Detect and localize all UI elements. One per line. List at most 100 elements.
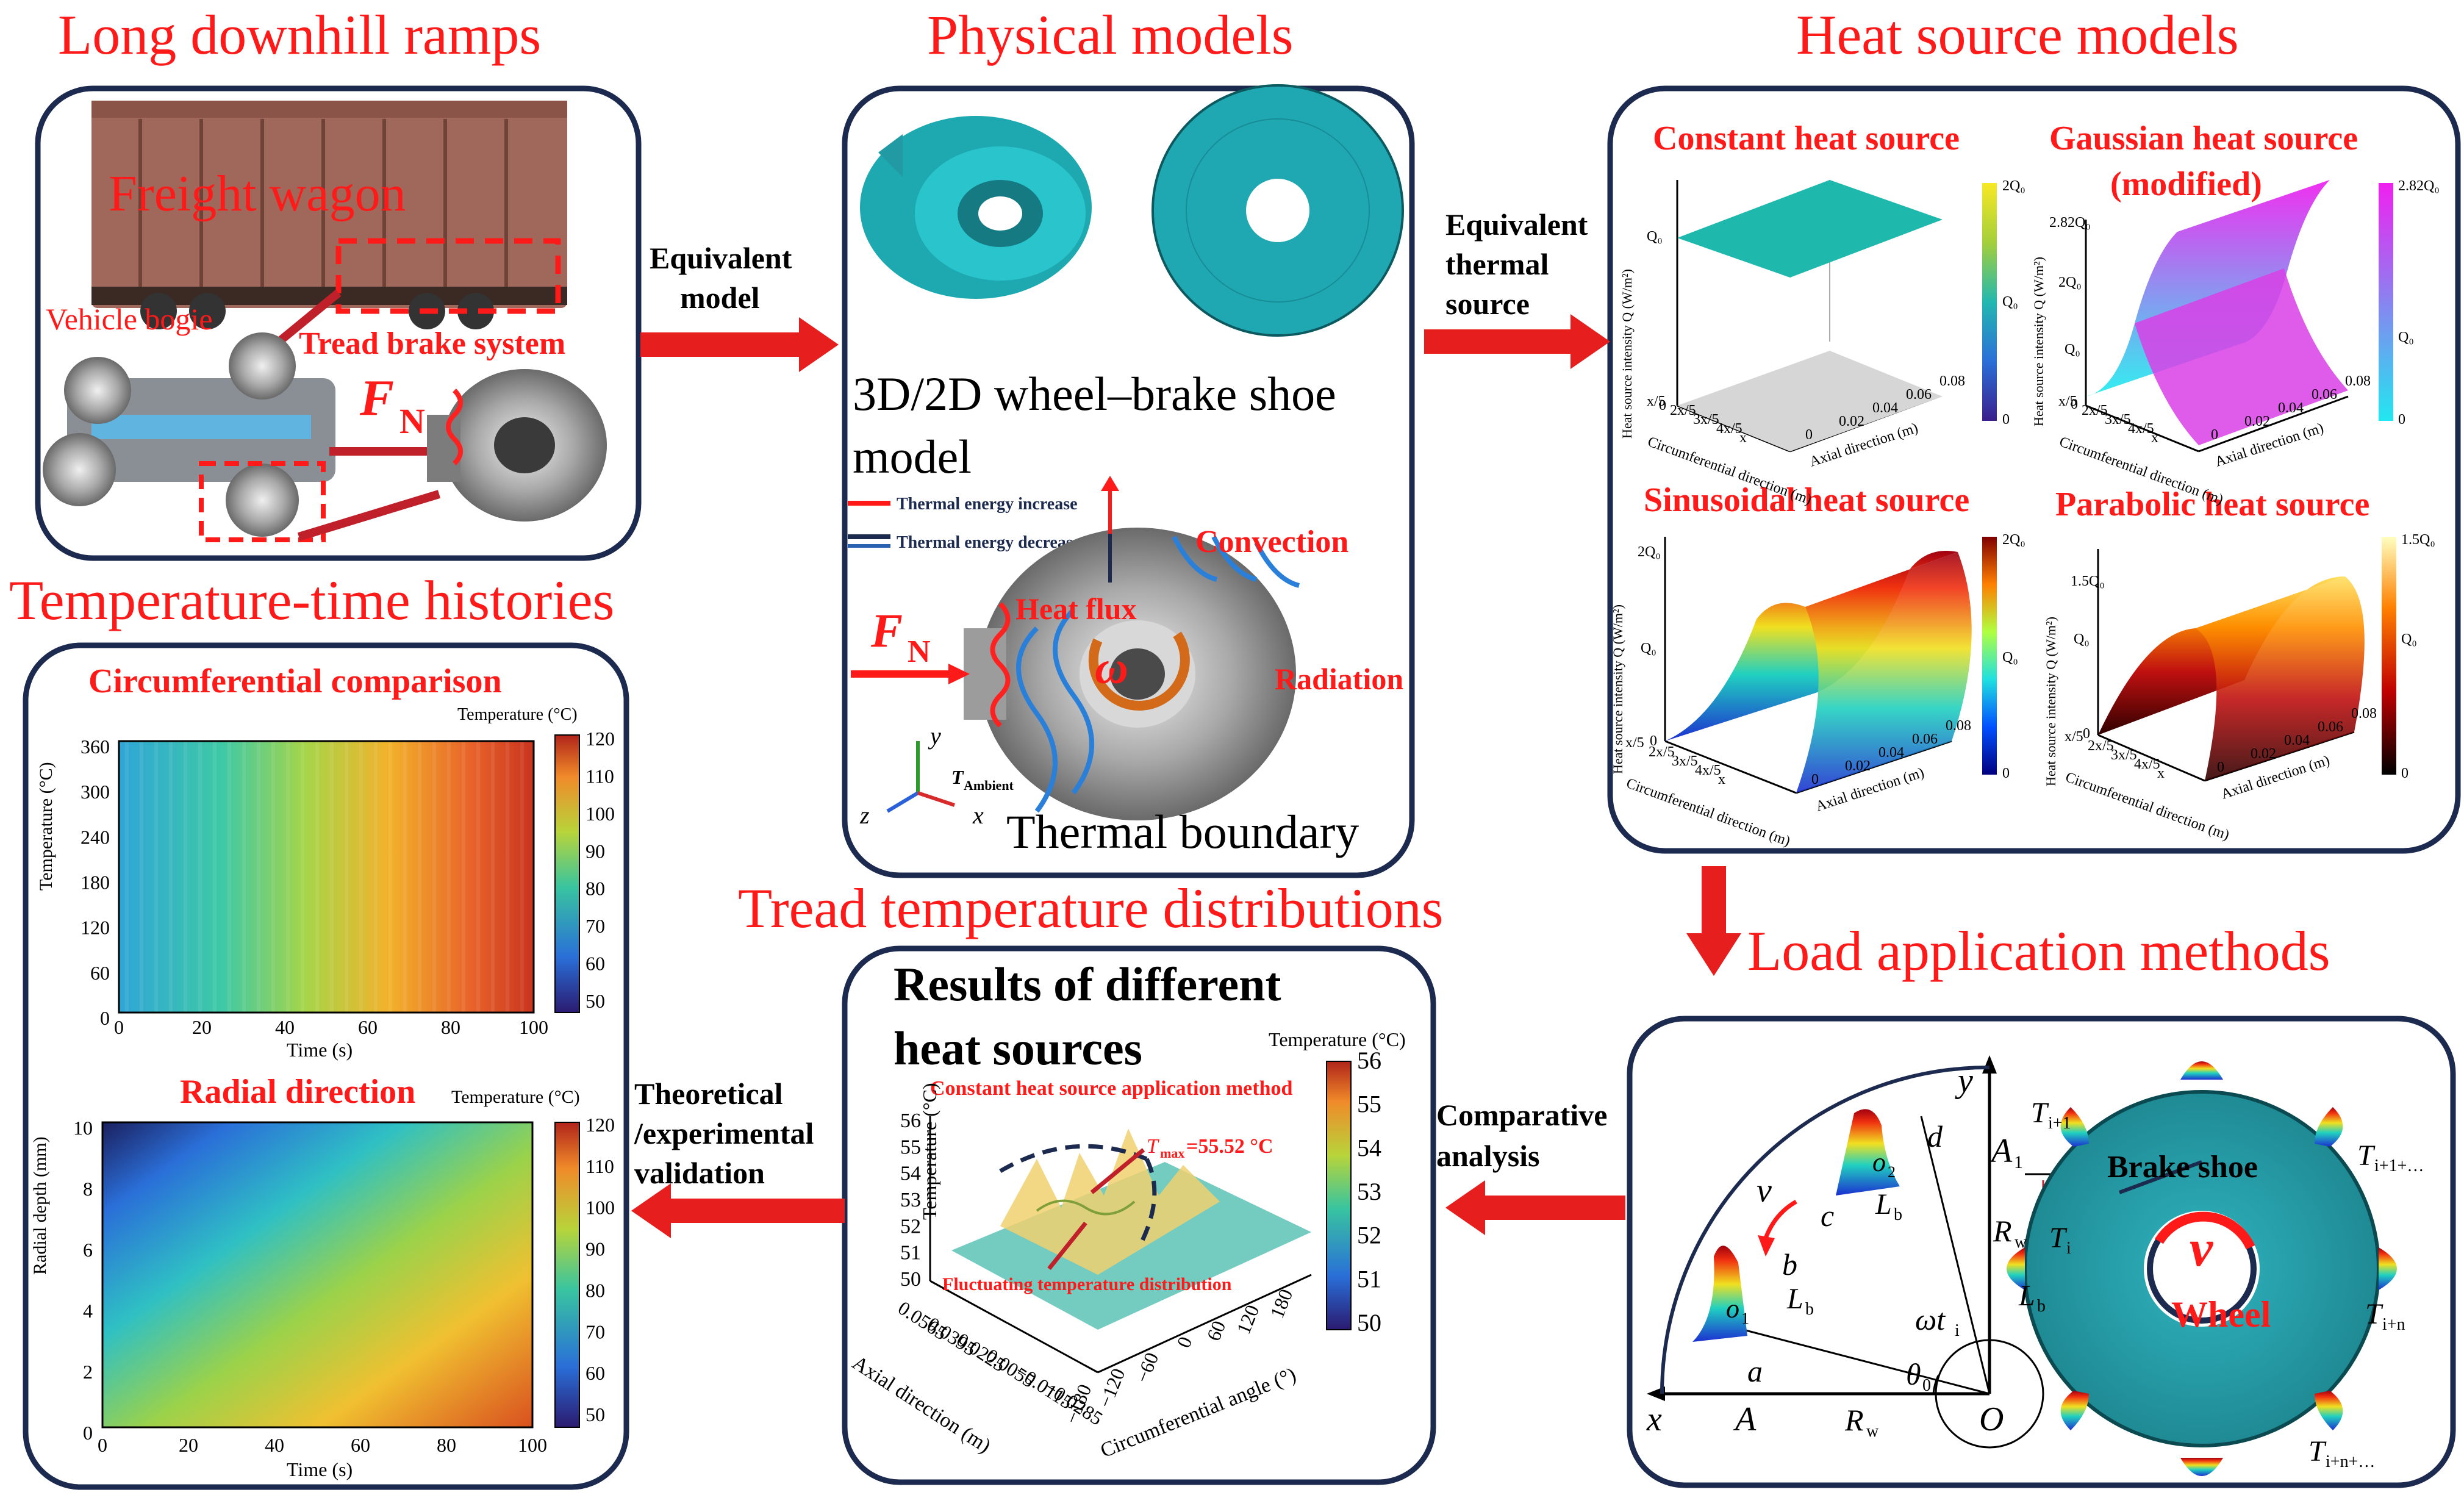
tread-ztick: 51 <box>900 1242 921 1264</box>
title-load-app: Load application methods <box>1747 920 2330 982</box>
lbl-Rw-vert-sub: w <box>2015 1233 2027 1252</box>
heat-ytick: 0.04 <box>2278 400 2304 416</box>
radial-cbar-tick: 70 <box>586 1321 605 1343</box>
load-wheel <box>2007 1061 2397 1476</box>
heatmap-streak <box>520 741 524 1013</box>
lbl-omega-t: ωt <box>1915 1302 1946 1336</box>
heat-ytick: 0.06 <box>2312 387 2337 403</box>
heat-xtick: x <box>2157 765 2165 781</box>
circ-ytick: 180 <box>81 872 110 894</box>
para-z-tick-1: Q₀ <box>2074 631 2090 647</box>
circ-xtick: 0 <box>114 1016 124 1038</box>
radial-cbar-tick: 100 <box>586 1197 615 1219</box>
circ-cbar-label: Temperature (°C) <box>457 705 578 724</box>
const-cbar-mid: Q₀ <box>2002 294 2018 310</box>
sin-z-tick-0: 0 <box>1650 733 1657 749</box>
freight-wagon-illustration <box>91 101 567 329</box>
gaussian-plot <box>2085 180 2393 453</box>
arrow-comparative-2: analysis <box>1436 1139 1540 1173</box>
circ-xtick: 20 <box>192 1016 212 1038</box>
circ-cbar-tick: 100 <box>586 803 615 825</box>
heat-ytick: 0.04 <box>2284 733 2310 748</box>
tmax-sub: max <box>1160 1145 1184 1161</box>
radial-cbar-tick: 90 <box>586 1238 605 1260</box>
heatmap-streak <box>330 741 334 1013</box>
physical-force-label: F <box>870 604 903 657</box>
heatmap-streak <box>447 741 451 1013</box>
const-cbar-top: 2Q₀ <box>2002 178 2025 194</box>
thermal-boundary-label: Thermal boundary <box>1006 805 1359 858</box>
constant-plot <box>1676 180 1997 453</box>
lbl-Lb-3-sub: b <box>2037 1297 2046 1316</box>
sin-cbar-top: 2Q₀ <box>2002 532 2025 548</box>
radial-ytick: 0 <box>83 1422 93 1444</box>
radial-cbar-tick: 110 <box>586 1155 614 1177</box>
tmax-value: =55.52 °C <box>1186 1135 1273 1158</box>
gaussian-title-2: (modified) <box>2110 165 2262 203</box>
heat-ytick: 0.08 <box>2351 706 2377 722</box>
radial-ytick: 4 <box>83 1300 93 1322</box>
heatmap-streak <box>345 741 348 1013</box>
tread-ztick: 54 <box>900 1163 921 1185</box>
arrow-theoretical-3: validation <box>634 1156 765 1190</box>
heat-xtick: 2x/5 <box>2088 738 2114 754</box>
lbl-Lb-3: L <box>2018 1280 2035 1312</box>
title-physical: Physical models <box>927 4 1294 66</box>
arrow-comparative-1: Comparative <box>1436 1098 1608 1132</box>
radial-cbar-tick: 80 <box>586 1279 605 1301</box>
circ-cbar-tick: 50 <box>586 990 605 1012</box>
lbl-o2: o <box>1872 1147 1886 1177</box>
heatmap-streak <box>462 741 465 1013</box>
heat-xtick: 2x/5 <box>1649 744 1675 760</box>
arrow-equiv-thermal-1: Equivalent <box>1445 207 1588 242</box>
tread-cbar-label: Temperature (°C) <box>1269 1028 1406 1050</box>
title-tread-dist: Tread temperature distributions <box>738 877 1444 939</box>
heat-zlabel: Heat source intensity Q (W/m²) <box>2031 257 2046 426</box>
circ-title: Circumferential comparison <box>88 662 502 700</box>
para-cbar-mid: Q₀ <box>2401 631 2417 647</box>
arrow-equiv-thermal-2: thermal <box>1445 247 1549 281</box>
axis-z-label: z <box>859 801 870 829</box>
lbl-o1-sub: 1 <box>1741 1310 1749 1327</box>
heat-ytick: 0.02 <box>1845 758 1871 774</box>
const-z-tick-0: 0 <box>1659 398 1666 414</box>
circ-cbar-tick: 80 <box>586 878 605 900</box>
radial-xtick: 20 <box>179 1434 198 1456</box>
circ-ytick: 360 <box>81 736 110 758</box>
heat-zlabel: Heat source intensity Q (W/m²) <box>1610 604 1625 774</box>
gauss-cbar-mid: Q₀ <box>2398 329 2414 345</box>
heatmap-streak <box>140 741 143 1013</box>
heatmap-streak <box>374 741 378 1013</box>
tread-title-2: heat sources <box>894 1022 1142 1075</box>
lbl-x: x <box>1646 1400 1662 1438</box>
heat-xtick: 4x/5 <box>2134 756 2160 772</box>
heat-xtick: x <box>2151 430 2158 446</box>
lbl-A: A <box>1733 1400 1757 1438</box>
heat-ytick: 0.08 <box>1939 373 1965 389</box>
circ-ytick: 120 <box>81 917 110 939</box>
lbl-Lb-1: L <box>1786 1283 1803 1315</box>
freight-wagon-label: Freight wagon <box>109 165 406 222</box>
tread-ztick: 50 <box>900 1268 921 1291</box>
radial-xlabel: Time (s) <box>287 1458 353 1480</box>
tread-surface <box>929 1116 1312 1374</box>
circ-cbar-tick: 90 <box>586 840 605 862</box>
heat-ytick: 0.06 <box>1906 387 1932 403</box>
circ-ylabel: Temperature (°C) <box>36 762 56 891</box>
gaussian-title-1: Gaussian heat source <box>2049 120 2358 157</box>
lbl-o2-sub: 2 <box>1888 1163 1896 1181</box>
heatmap-streak <box>227 741 231 1013</box>
heatmap-streak <box>125 741 129 1013</box>
fluct-label: Fluctuating temperature distribution <box>942 1274 1232 1294</box>
title-downhill: Long downhill ramps <box>58 4 541 66</box>
circ-cbar-tick: 120 <box>586 728 615 750</box>
circ-cbar-tick: 60 <box>586 953 605 975</box>
heatmap-streak <box>506 741 509 1013</box>
sin-z-tick-2: 2Q₀ <box>1638 544 1661 560</box>
